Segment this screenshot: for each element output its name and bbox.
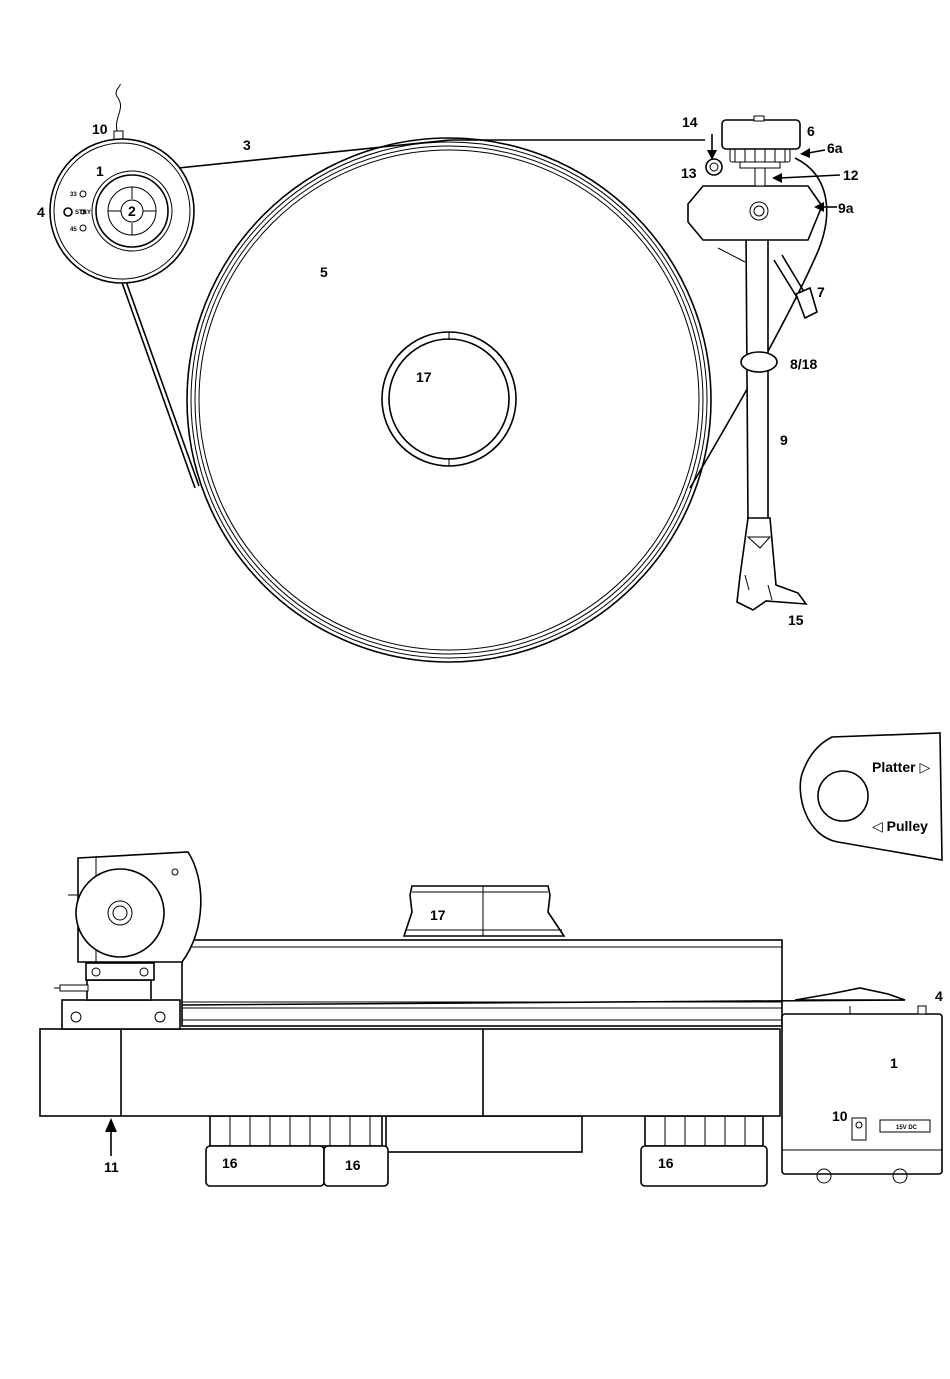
- label-foot-right: 16: [658, 1155, 674, 1171]
- label-headshell: 15: [788, 612, 804, 628]
- label-arm-cable: 7: [817, 284, 825, 300]
- label-arm-rest: 8/18: [790, 356, 817, 372]
- label-speed-switch-top: 4: [37, 204, 45, 220]
- plinth-arrowhead: [105, 1118, 117, 1132]
- label-power-inlet-side: 10: [832, 1108, 848, 1124]
- speed-mark-stby: STBY: [75, 210, 91, 216]
- label-counterweight: 6: [807, 123, 815, 139]
- record-clamp-top: [382, 332, 516, 466]
- belt-direction-tag: Platter ▷ ◁ Pulley: [800, 733, 942, 860]
- label-belt: 3: [243, 137, 251, 153]
- label-record-clamp-side: 17: [430, 907, 446, 923]
- tonearm-side: [54, 852, 201, 1029]
- platter-side: [182, 940, 905, 1026]
- label-foot-left: 16: [222, 1155, 238, 1171]
- tag-platter-label: Platter ▷: [872, 759, 930, 775]
- label-plinth: 11: [104, 1159, 119, 1175]
- record-clamp-side: [404, 886, 564, 936]
- motor-unit-top: 33 STBY 45: [50, 84, 194, 283]
- label-motor-unit-side: 1: [890, 1055, 898, 1071]
- platter: [187, 138, 711, 662]
- label-record-clamp-top: 17: [416, 369, 432, 385]
- label-13: 13: [681, 165, 697, 181]
- plinth: [40, 1029, 780, 1116]
- label-12: 12: [843, 167, 859, 183]
- side-view: 15V DC 17 4 1 10 11 16 16 16: [40, 852, 943, 1186]
- label-motor-unit-top: 1: [96, 163, 104, 179]
- motor-unit-side: 15V DC: [782, 988, 942, 1183]
- label-9a: 9a: [838, 200, 854, 216]
- label-foot-mid: 16: [345, 1157, 361, 1173]
- speed-mark-45: 45: [70, 227, 77, 233]
- label-pulley: 2: [128, 203, 136, 219]
- label-counterweight-ring: 6a: [827, 140, 843, 156]
- power-spec-label: 15V DC: [896, 1125, 918, 1131]
- label-14: 14: [682, 114, 698, 130]
- label-power-inlet-top: 10: [92, 121, 108, 137]
- feet: [206, 1116, 767, 1186]
- tag-pulley-label: ◁ Pulley: [872, 818, 928, 834]
- label-platter: 5: [320, 264, 328, 280]
- label-tonearm-tube: 9: [780, 432, 788, 448]
- label-speed-switch-side: 4: [935, 988, 943, 1004]
- top-view: 33 STBY 45: [37, 84, 859, 662]
- speed-mark-33: 33: [70, 192, 77, 198]
